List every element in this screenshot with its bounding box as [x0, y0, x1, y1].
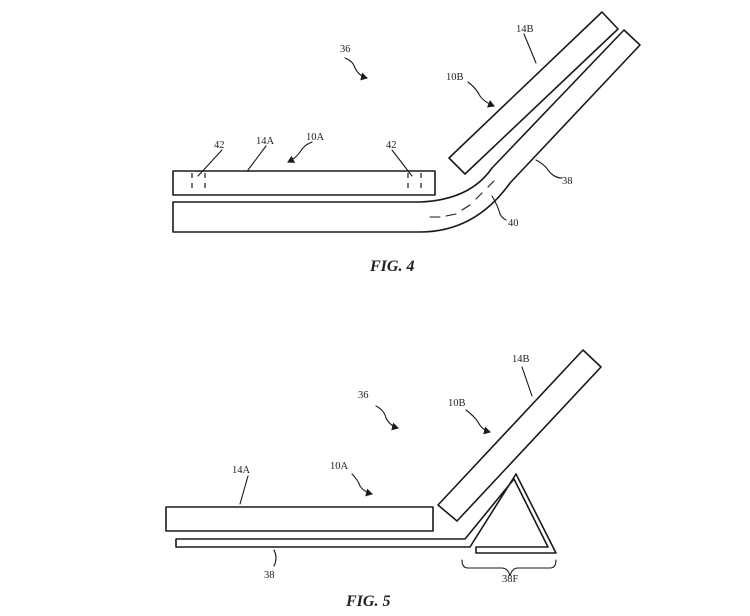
leader-38 [273, 549, 277, 567]
leader-36 [375, 405, 399, 431]
housing-14a [165, 506, 434, 532]
leader-14a [239, 475, 249, 505]
leader-40 [491, 195, 507, 221]
leader-38 [535, 159, 563, 179]
leader-14b [521, 366, 533, 397]
leader-10a [287, 141, 313, 163]
hinge-40 [429, 180, 495, 218]
label-10b: 10B [446, 72, 464, 83]
label-10b: 10B [448, 398, 466, 409]
label-42-right: 42 [386, 140, 397, 151]
leader-42-right [391, 149, 413, 177]
label-36: 36 [358, 390, 369, 401]
housing-14b [437, 349, 602, 522]
label-14a: 14A [256, 136, 275, 147]
leader-42-left [197, 149, 223, 177]
leader-10b [465, 409, 491, 435]
label-14a: 14A [232, 465, 251, 476]
label-38f: 38F [502, 574, 519, 585]
leader-14b [523, 33, 537, 64]
caption-fig-4: FIG. 4 [369, 258, 414, 275]
label-38: 38 [562, 176, 573, 187]
label-14b: 14B [516, 24, 534, 35]
label-42-left: 42 [214, 140, 225, 151]
caption-fig-5: FIG. 5 [345, 593, 390, 610]
brace-38f [461, 559, 557, 577]
leader-10a [351, 473, 373, 497]
label-14b: 14B [512, 354, 530, 365]
label-10a: 10A [330, 461, 349, 472]
leader-14a [247, 145, 267, 171]
magnet-left [191, 173, 206, 193]
label-38: 38 [264, 570, 275, 581]
housing-14b [448, 11, 619, 175]
label-40: 40 [508, 218, 519, 229]
cover-38 [172, 29, 641, 233]
label-36: 36 [340, 44, 351, 55]
housing-14a [172, 170, 436, 196]
label-10a: 10A [306, 132, 325, 143]
cover-38 [175, 473, 557, 554]
leader-36 [344, 57, 368, 81]
magnet-right [407, 173, 422, 193]
leader-10b [467, 81, 495, 108]
figure-4: 36 14B 10B 14A 10A 42 42 38 40 FIG. 4 [172, 11, 641, 275]
figure-5: 36 14B 10B 14A 10A 38 38F FIG. 5 [165, 349, 602, 610]
